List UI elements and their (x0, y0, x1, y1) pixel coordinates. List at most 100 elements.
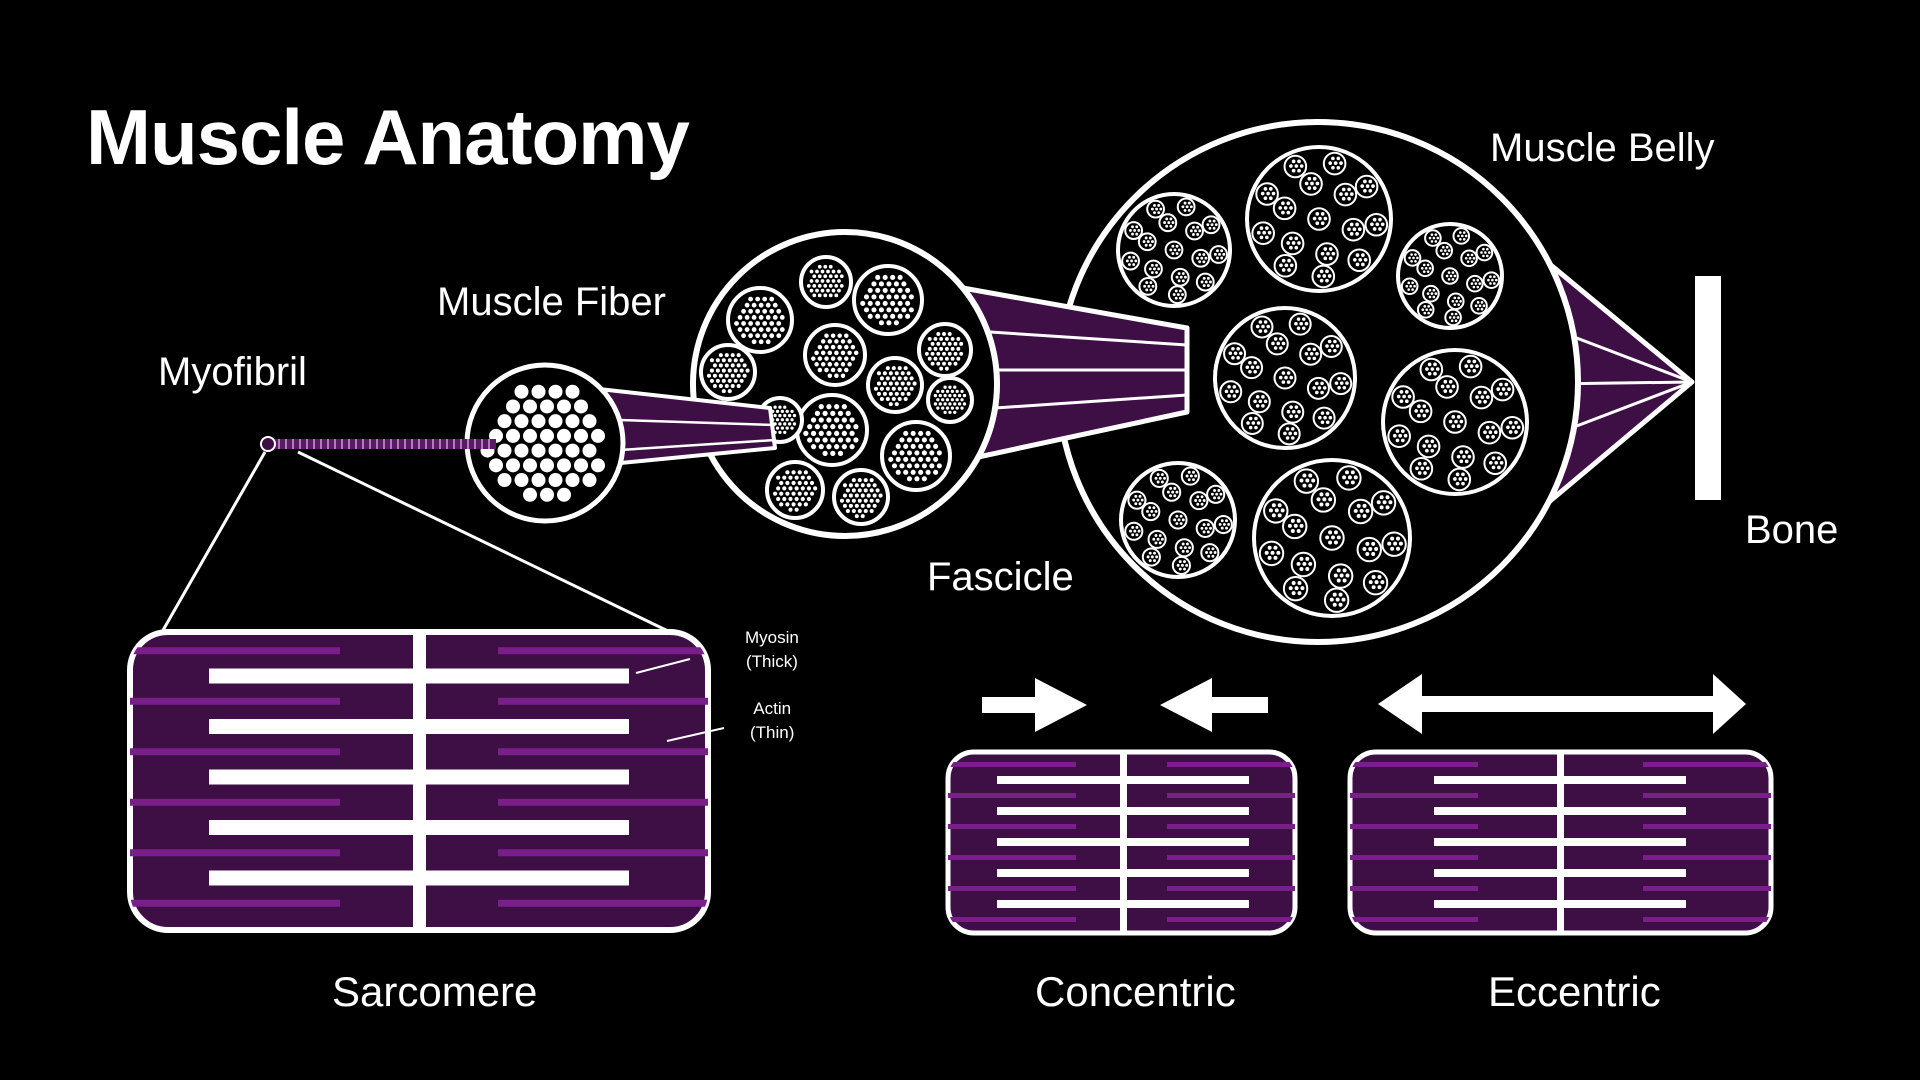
myofibril-dot (1183, 275, 1187, 279)
myofibril-dot (1459, 459, 1464, 464)
myofibril-dot (826, 279, 830, 283)
myofibril-dot (1425, 409, 1429, 413)
myofibril-dot (1216, 256, 1219, 260)
myofibril-dot (1138, 494, 1142, 498)
myofibril-dot (1287, 268, 1291, 272)
myofibril-dot (1271, 341, 1275, 346)
myofibril-dot (1476, 285, 1480, 289)
myofibril-dot (1486, 247, 1489, 251)
myofibril-dot (1315, 221, 1320, 226)
myofibril-dot (1451, 278, 1455, 281)
myofibril-dot (765, 339, 771, 345)
myofibril-dot (1187, 470, 1191, 474)
myofibril-dot (869, 478, 874, 483)
myofibril-dot (780, 418, 785, 422)
myofibril-dot (1296, 518, 1301, 523)
myofibril-dot (1137, 529, 1141, 533)
myofibril-dot (1173, 518, 1177, 522)
myofibril-dot (791, 491, 796, 496)
myofibril-dot (906, 371, 911, 376)
myofibril-dot (1433, 362, 1437, 367)
myofibril-dot (886, 320, 892, 326)
myofibril-dot (847, 350, 852, 356)
myofibril-dot (1265, 226, 1269, 230)
myofibril-dot (792, 413, 797, 418)
myofibril-dot (1248, 416, 1253, 421)
myofibril-dot (779, 502, 784, 507)
myofibril-dot (900, 391, 905, 396)
myofibril-dot (1407, 281, 1411, 285)
myofibril-dot (906, 437, 912, 443)
myofibril-dot (1475, 364, 1479, 368)
myofibril-dot (776, 333, 782, 339)
myofibril-dot (1227, 385, 1231, 389)
myofibril-dot (1350, 470, 1355, 475)
myofibril-dot (893, 294, 899, 300)
myofibril-dot (1402, 394, 1406, 399)
myofibril-dot (901, 294, 907, 300)
myofibril-dot (1504, 382, 1509, 387)
actin-filament (130, 697, 340, 705)
myofibril-dot (1211, 554, 1215, 558)
myofibril-dot (1423, 471, 1427, 475)
myofibril-dot (1181, 518, 1185, 522)
myofibril-dot (1254, 416, 1258, 421)
myofibril-dot (1267, 555, 1272, 560)
myofibril-dot (863, 307, 870, 313)
myofibril-dot (924, 351, 929, 356)
myofibril-dot (1454, 312, 1458, 316)
myofibril-dot (721, 368, 726, 373)
myofibril-dot (942, 361, 946, 366)
myofibril-dot (1289, 263, 1294, 268)
myofibril-dot (1430, 292, 1434, 295)
myofibril-dot (1312, 186, 1317, 190)
myofibril-dot (1256, 365, 1260, 370)
myofibril-dot (1464, 234, 1468, 238)
myofibril-dot (1262, 230, 1267, 235)
myofibril-dot (1411, 281, 1414, 285)
myofibril-dot (827, 373, 833, 378)
myofibril-dot (772, 327, 778, 332)
myofibril-dot (762, 296, 768, 302)
myofibril-dot (1434, 292, 1438, 295)
myofibril-dot (1196, 225, 1200, 229)
actin-filament (498, 798, 708, 806)
myofibril-dot (755, 308, 761, 314)
myofibril-dot (957, 393, 962, 398)
myofibril-dot (1209, 526, 1212, 530)
myofibril-dot (886, 294, 892, 300)
myofibril-dot (851, 498, 856, 503)
myofibril-dot (860, 503, 865, 508)
myofibril-dot (834, 283, 839, 288)
myofibril-dot (1220, 256, 1224, 260)
myofibril-dot (1378, 217, 1382, 222)
actin-filament (948, 917, 1076, 922)
myofibril-dot (1420, 266, 1424, 270)
myofibril-dot (817, 356, 823, 361)
myofibril-dot (828, 293, 833, 298)
myofibril-dot (1319, 492, 1324, 497)
myofibril-dot (848, 483, 853, 488)
myofibril-dot (1216, 249, 1219, 253)
myofibril-dot (787, 422, 792, 426)
myofibril-dot (1371, 585, 1376, 590)
myofibril-dot (851, 508, 856, 514)
myofibril-circle (497, 443, 512, 458)
myofibril-dot (1294, 586, 1299, 591)
myofibril-dot (914, 437, 920, 443)
myofibril-dot (845, 508, 850, 514)
myofibril-dot (1150, 555, 1154, 559)
myofibril-dot (1312, 347, 1317, 352)
myofibril-dot (1185, 563, 1189, 567)
myofibril-dot (1472, 278, 1476, 282)
myofibril-dot (1294, 236, 1299, 241)
myofibril-dot (1299, 567, 1304, 571)
myofibril-dot (1380, 222, 1385, 227)
myofibril-dot (1131, 225, 1134, 229)
myofibril-dot (1323, 216, 1328, 221)
myofibril-dot (933, 336, 938, 341)
myofibril-dot (901, 281, 907, 287)
myofibril-dot (1202, 530, 1206, 534)
myofibril-dot (1462, 237, 1466, 241)
myofibril-dot (1371, 575, 1376, 580)
